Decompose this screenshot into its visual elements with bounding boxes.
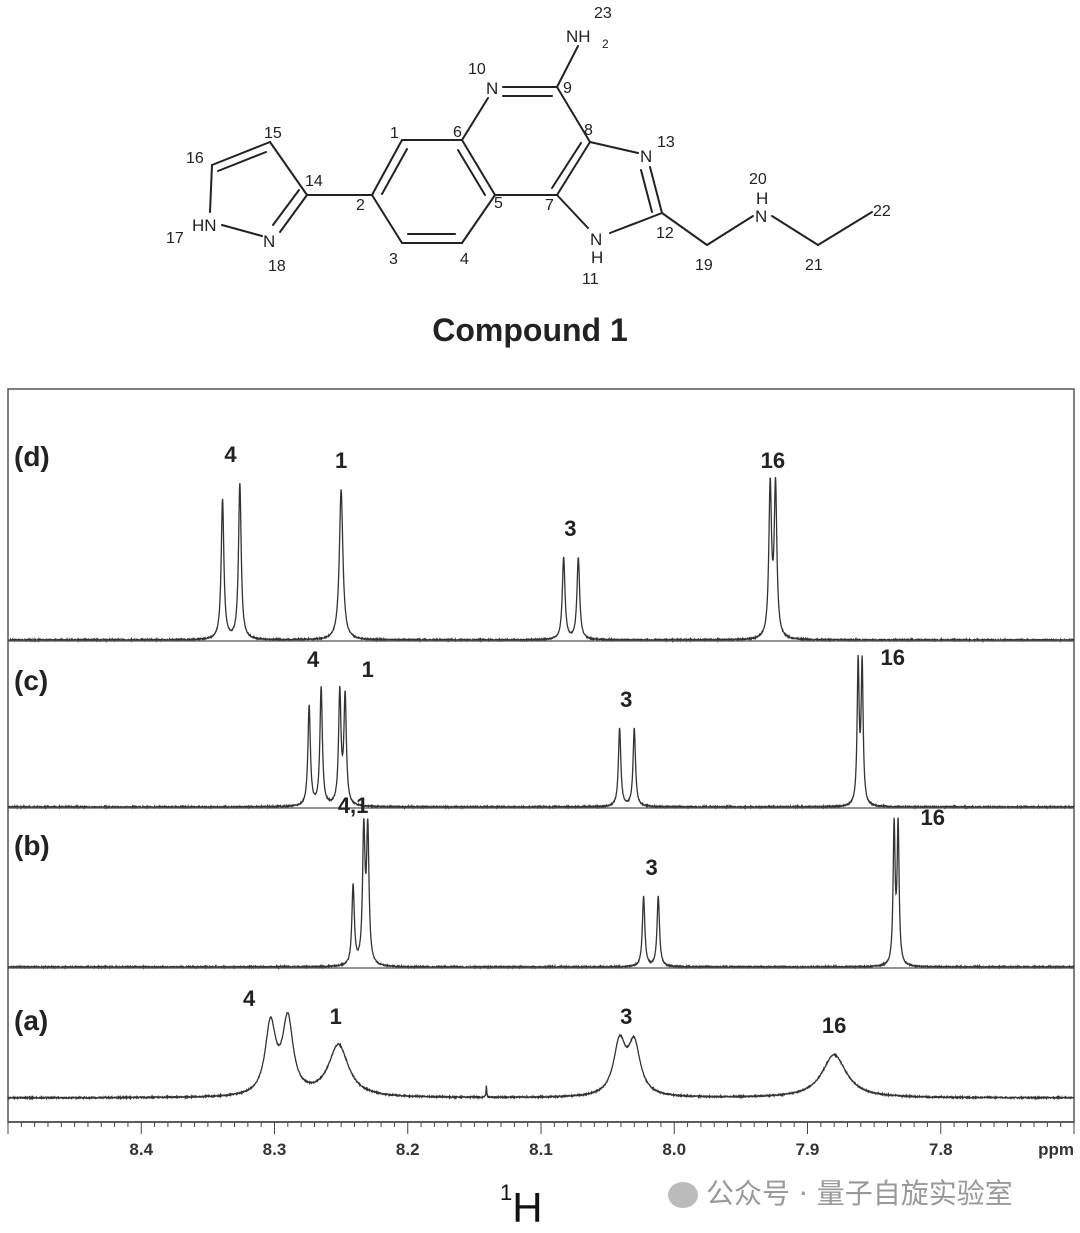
x-axis-unit: ppm	[1038, 1140, 1074, 1159]
peak-label: 3	[564, 516, 576, 541]
num-19: 19	[695, 257, 713, 274]
peak-label: 1	[335, 448, 347, 473]
peak-label: 1	[362, 657, 374, 682]
atom-NH2: NH	[566, 27, 591, 46]
atom-N17: HN	[192, 216, 217, 235]
num-14: 14	[305, 173, 323, 190]
num-3: 3	[389, 251, 398, 268]
atom-N10: N	[486, 79, 498, 98]
peak-label: 4	[243, 986, 256, 1011]
panel-label: (b)	[14, 830, 50, 861]
atom-H11: H	[591, 248, 603, 267]
spectrum-c: (c) 4 1 3 16	[7, 645, 1075, 811]
peak-label: 3	[645, 855, 657, 880]
peak-label: 16	[881, 645, 905, 670]
spectrum-b: (b) 4,1 3 16	[7, 793, 1075, 971]
watermark: 公众号 · 量子自旋实验室	[668, 1172, 1013, 1212]
panel-label: (c)	[14, 665, 48, 696]
spectrum-line	[7, 817, 1075, 971]
peak-label: 1	[330, 1004, 342, 1029]
atom-N13: N	[640, 147, 652, 166]
num-22: 22	[873, 203, 891, 220]
num-16: 16	[186, 150, 204, 167]
x-axis-label: 1H	[500, 1180, 543, 1232]
peak-label: 16	[921, 805, 945, 830]
num-10: 10	[468, 61, 486, 78]
peak-label: 3	[620, 687, 632, 712]
spectrum-a: (a) 4 1 3 16	[7, 986, 1075, 1101]
num-23: 23	[594, 5, 612, 22]
num-9: 9	[563, 80, 572, 97]
wechat-icon	[668, 1182, 698, 1208]
plot-frame	[7, 388, 1075, 1123]
x-tick-label: 8.2	[396, 1140, 420, 1159]
x-tick-label: 7.9	[796, 1140, 820, 1159]
num-18: 18	[268, 258, 286, 275]
peak-label: 4,1	[338, 793, 369, 818]
atom-numbers: 1 2 3 4 5 6 7 8 9 10 11 12 13 14 15 16 1…	[166, 5, 891, 288]
bonds	[209, 45, 873, 246]
peak-label: 3	[620, 1004, 632, 1029]
x-axis-label-nucleus: H	[512, 1184, 543, 1231]
spectrum-line	[7, 1011, 1075, 1101]
atom-N20: N	[755, 207, 767, 226]
num-21: 21	[805, 257, 823, 274]
num-13: 13	[657, 134, 675, 151]
atom-labels: N N HN N N H N H NH 2	[192, 27, 768, 267]
num-20: 20	[749, 171, 767, 188]
atom-N18: N	[263, 232, 275, 251]
peak-label: 16	[761, 448, 785, 473]
peak-label: 4	[224, 442, 237, 467]
num-2: 2	[356, 197, 365, 214]
num-17: 17	[166, 230, 184, 247]
num-1: 1	[390, 125, 399, 142]
spectrum-line	[7, 477, 1075, 644]
num-6: 6	[453, 124, 462, 141]
compound-title: Compound 1	[432, 312, 628, 348]
num-15: 15	[264, 125, 282, 142]
chemical-structure: N N HN N N H N H NH 2 1 2 3 4 5 6 7 8 9 …	[166, 5, 891, 288]
spectrum-d: (d) 4 1 3 16	[7, 441, 1075, 644]
atom-H20: H	[756, 189, 768, 208]
num-4: 4	[460, 251, 469, 268]
peak-label: 4	[307, 647, 320, 672]
atom-N11: N	[590, 230, 602, 249]
panel-label: (a)	[14, 1005, 48, 1036]
spectrum-line	[7, 654, 1075, 811]
x-axis-label-superscript: 1	[500, 1180, 513, 1205]
x-tick-label: 8.4	[129, 1140, 153, 1159]
num-7: 7	[545, 197, 554, 214]
watermark-text: 公众号 · 量子自旋实验室	[706, 1177, 1013, 1210]
num-8: 8	[584, 122, 593, 139]
x-tick-label: 8.1	[529, 1140, 553, 1159]
atom-NH2-subscript: 2	[602, 37, 609, 51]
x-tick-label: 8.0	[662, 1140, 686, 1159]
num-12: 12	[656, 225, 674, 242]
num-5: 5	[494, 195, 503, 212]
x-tick-label: 7.8	[929, 1140, 953, 1159]
peak-label: 16	[822, 1013, 846, 1038]
x-tick-label: 8.3	[263, 1140, 287, 1159]
num-11: 11	[582, 271, 599, 288]
panel-label: (d)	[14, 441, 50, 472]
